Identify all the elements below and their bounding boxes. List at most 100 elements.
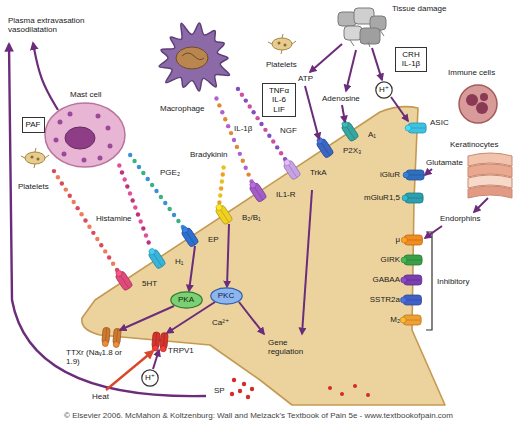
platelet-illustration — [268, 34, 296, 54]
receptor-symbol-part — [401, 277, 407, 283]
mediator-dots-part — [64, 187, 68, 191]
mediator-dots-part — [220, 179, 224, 183]
mediator-dots-part — [136, 212, 140, 216]
label: Bradykinin — [190, 150, 227, 159]
receptor-symbol-part — [400, 317, 406, 323]
mediator-dots-part — [214, 96, 218, 100]
label: P2X₃ — [343, 146, 361, 155]
receptor-symbol-part — [148, 247, 156, 255]
mediator-dots-part — [138, 219, 142, 223]
tissue-damage-illustration-part — [344, 26, 362, 40]
mediator-dots-part — [221, 165, 225, 169]
mast-cell-illustration-part — [82, 158, 87, 163]
signal-arrow — [425, 226, 442, 238]
text-box: CRH IL-1β — [395, 47, 427, 72]
label: H₁ — [175, 257, 183, 266]
receptor-symbol — [400, 315, 421, 325]
mediator-dots-part — [244, 98, 248, 102]
receptor-symbol — [401, 255, 422, 265]
receptor-symbol-part — [401, 257, 407, 263]
receptor-symbol-part — [160, 346, 167, 353]
node-text: H⁺ — [379, 85, 389, 94]
platelet-illustration-part — [278, 42, 281, 45]
receptor-symbol-part — [400, 297, 406, 303]
mediator-dots-part — [220, 110, 224, 114]
receptor-symbol-part — [102, 340, 109, 347]
label: Endorphins — [440, 214, 480, 223]
label: GIRK — [380, 255, 400, 264]
ion-circle: H⁺ — [375, 81, 393, 99]
mast-cell-illustration-part — [96, 114, 101, 119]
mediator-dots — [128, 153, 185, 229]
inhibitory-bracket-part — [426, 232, 432, 330]
mediator-dots-part — [221, 172, 225, 176]
label: TRPV1 — [168, 346, 194, 355]
signal-arrow — [474, 198, 488, 212]
ion-circle-shape — [376, 82, 392, 98]
platelet-illustration — [21, 148, 49, 168]
label: NGF — [280, 126, 297, 135]
label: EP — [208, 235, 219, 244]
node-text: H⁺ — [145, 373, 155, 382]
platelet-illustration-part — [21, 148, 49, 168]
label: ATP — [298, 74, 313, 83]
mediator-dots-part — [267, 133, 271, 137]
mediator-dots-part — [133, 205, 137, 209]
signal-arrow — [9, 44, 206, 396]
label: ASIC — [430, 118, 449, 127]
receptor-symbol-part — [402, 195, 408, 201]
mediator-dots-part — [263, 128, 267, 132]
mediator-dots-part — [251, 110, 255, 114]
copyright-note: © Elsevier 2006. McMahon & Koltzenburg: … — [64, 411, 453, 420]
mediator-dots-part — [144, 233, 148, 237]
label: Adenosine — [322, 94, 360, 103]
ion-circle-shape — [142, 370, 158, 386]
nerve-terminal-part — [340, 392, 344, 396]
label: PGE₂ — [160, 168, 180, 177]
mediator-dots — [117, 163, 151, 244]
mediator-dots-part — [154, 189, 158, 193]
mediator-dots-part — [259, 122, 263, 126]
mediator-dots-part — [172, 213, 176, 217]
receptor-symbol-part — [283, 158, 291, 166]
substance-p-dots-part — [246, 395, 250, 399]
receptor-symbol — [281, 157, 301, 180]
node-text: TNFα IL-6 LIF — [266, 86, 292, 114]
mediator-dots-part — [75, 206, 79, 210]
signal-arrow — [189, 246, 195, 291]
mediator-dots — [214, 96, 253, 183]
receptor-symbol — [146, 246, 166, 269]
nerve-terminal-part — [328, 386, 332, 390]
mediator-dots-part — [246, 172, 250, 176]
label: Ca²⁺ — [212, 318, 229, 327]
node-text: PKC — [218, 291, 234, 300]
kinase-oval: PKC — [210, 287, 243, 305]
receptor-symbol — [401, 235, 422, 245]
label: B₂/B₁ — [242, 213, 261, 222]
receptor-symbol-part — [401, 237, 407, 243]
mediator-dots-part — [132, 159, 136, 163]
receptor-symbol-part — [181, 226, 189, 234]
mediator-dots-part — [125, 184, 129, 188]
receptor-symbol — [402, 193, 423, 203]
mediator-dots-part — [279, 151, 283, 155]
immune-cell-illustration-part — [459, 85, 497, 123]
receptor-symbol-part — [403, 172, 409, 178]
tissue-damage-illustration-part — [350, 30, 384, 47]
label: M₂ — [390, 315, 400, 324]
receptor-symbol — [152, 332, 161, 352]
mediator-dots-part — [243, 165, 247, 169]
keratinocyte-layers — [468, 153, 512, 198]
mediator-dots-part — [159, 195, 163, 199]
substance-p-dots-part — [250, 387, 254, 391]
label: mGluR1,5 — [364, 193, 400, 202]
mediator-dots-part — [137, 165, 141, 169]
mediator-dots-part — [71, 200, 75, 204]
label: Platelets — [18, 182, 49, 191]
mediator-dots-part — [217, 103, 221, 107]
label: iGluR — [380, 170, 400, 179]
mediator-dots-part — [120, 170, 124, 174]
mediator-dots-part — [87, 224, 91, 228]
node-text: PAF — [26, 120, 41, 129]
